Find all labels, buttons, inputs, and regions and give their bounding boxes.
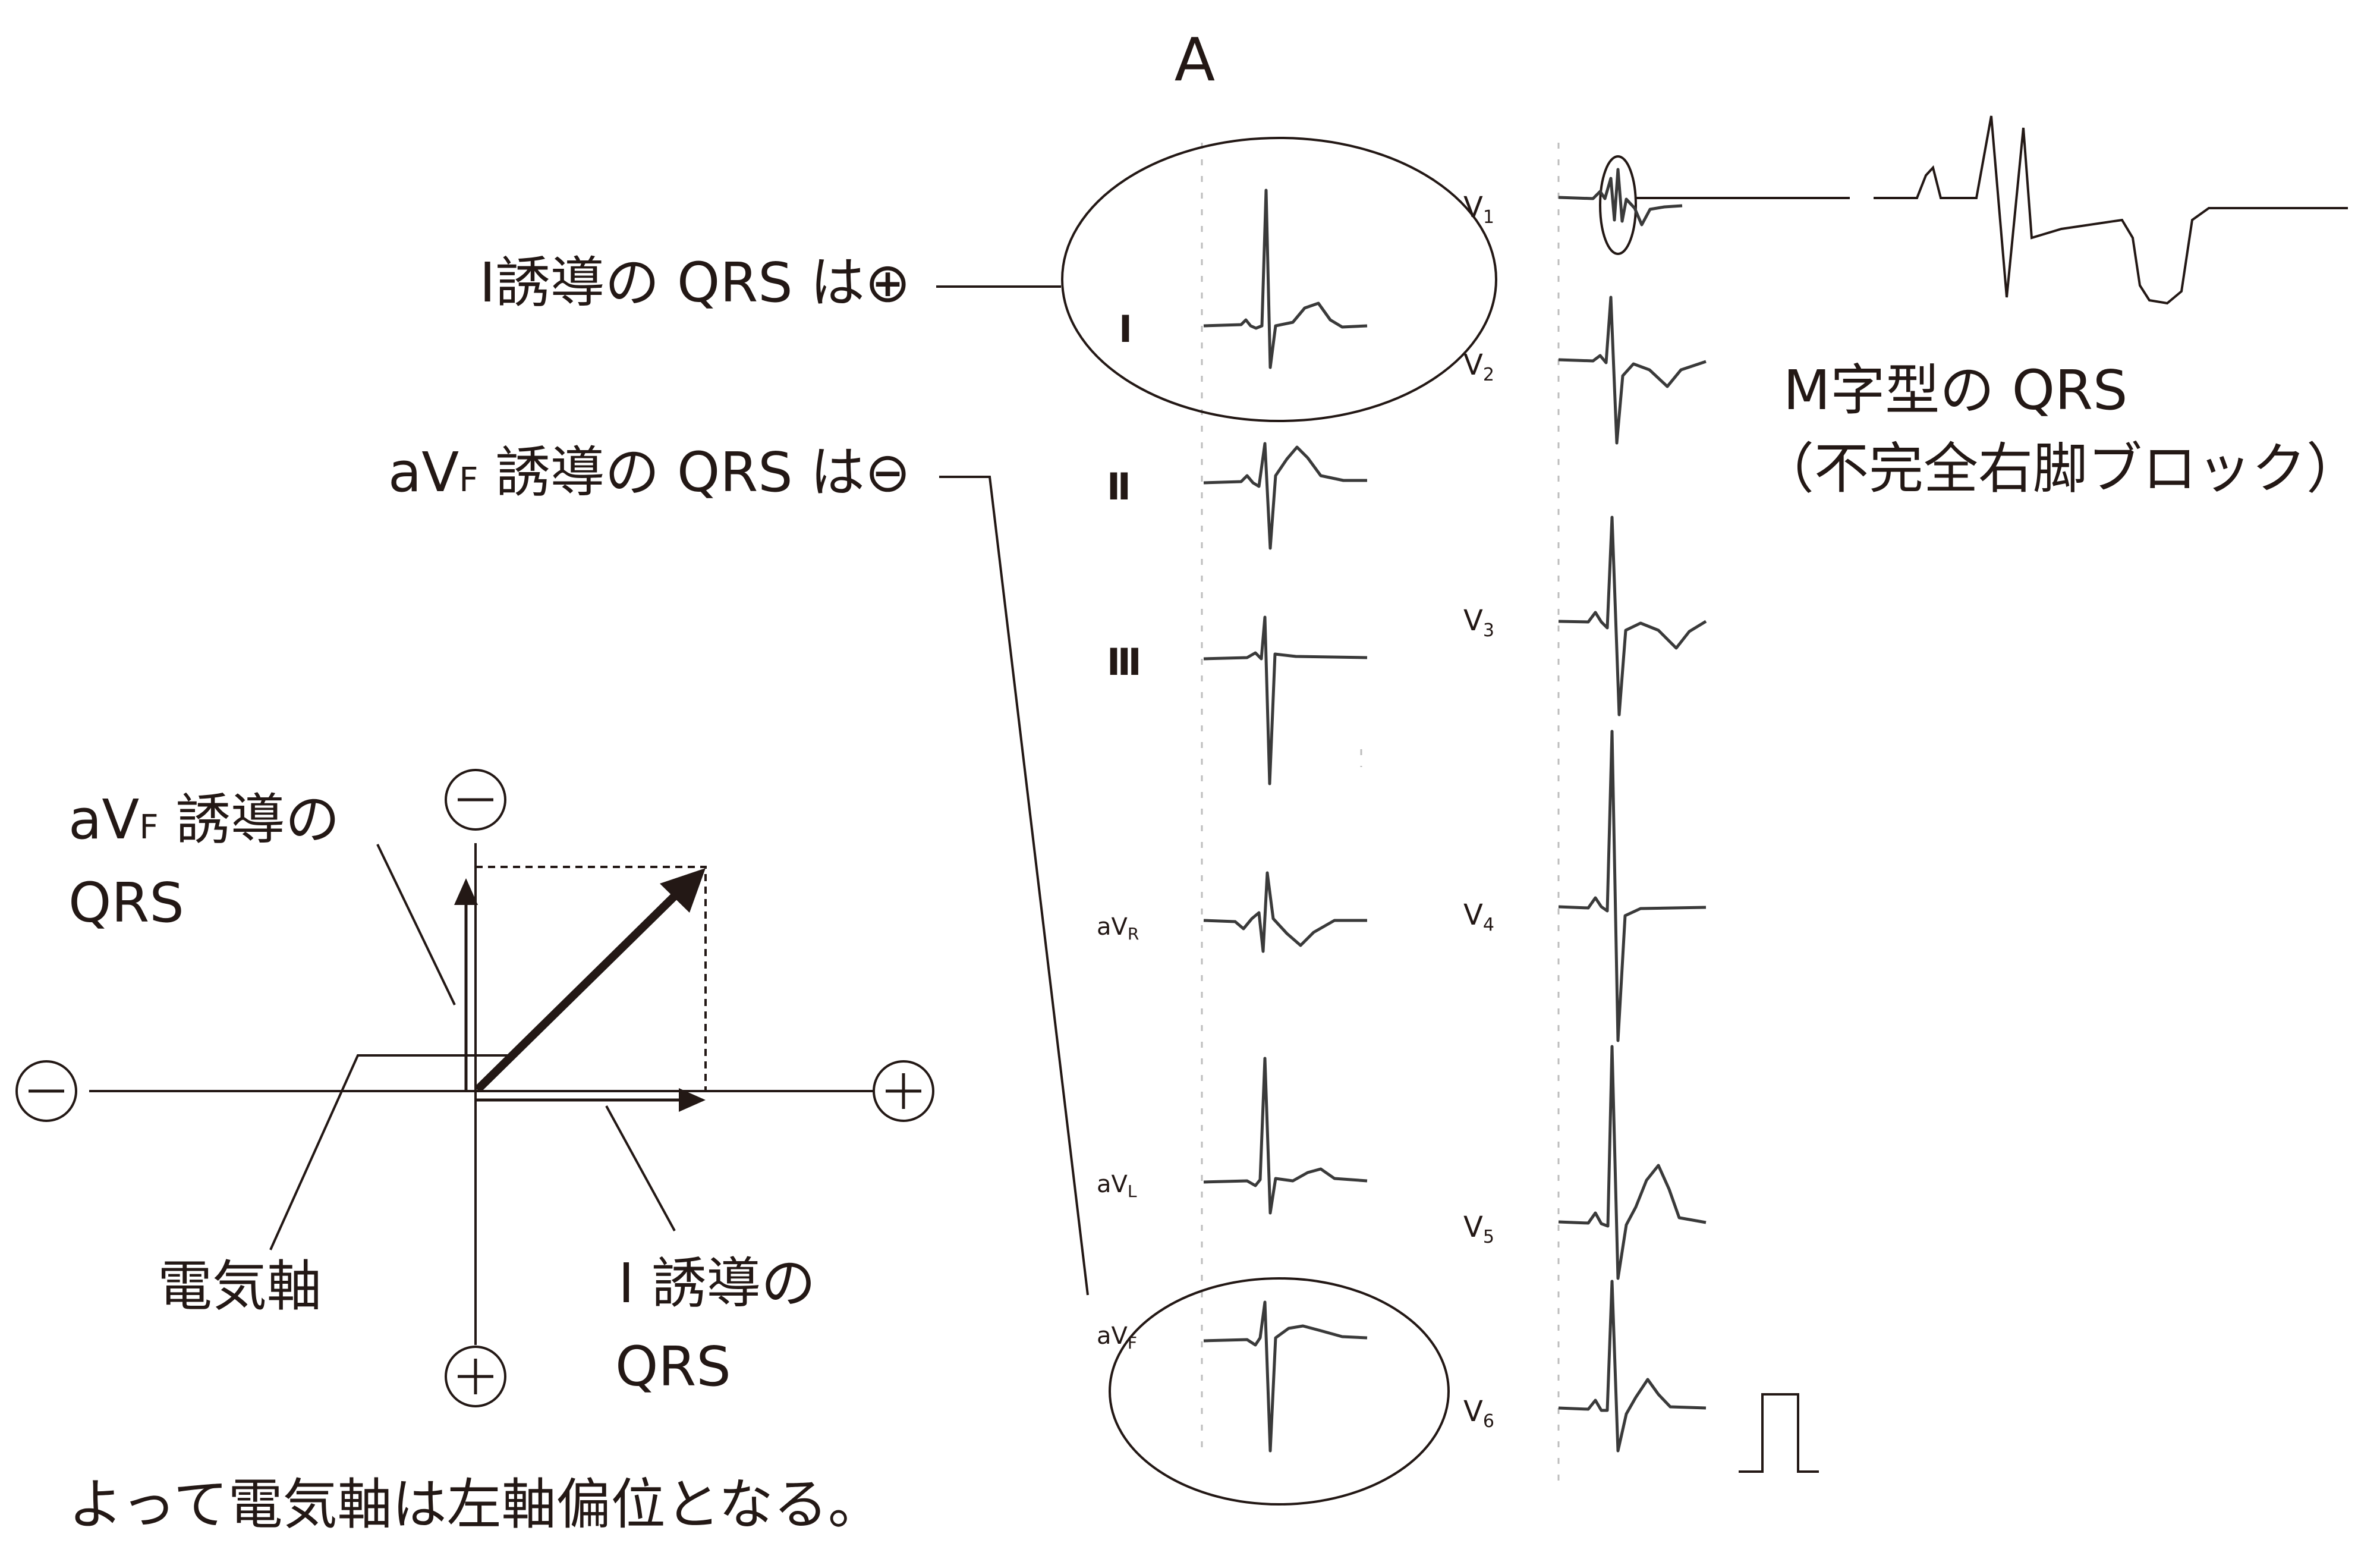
v1-m-shape-enlarged <box>1874 115 2348 305</box>
v3-trace <box>1558 516 1707 716</box>
chest-lead-strip: V1 V2 V3 V4 V5 V6 <box>1463 143 1819 1481</box>
avf-qrs-axis-label-line2: QRS <box>68 871 184 935</box>
avf-qrs-axis-label: aVF 誘導の <box>68 788 340 851</box>
lead-i-label-leader <box>605 1105 676 1231</box>
v5-label: V5 <box>1463 1211 1494 1247</box>
avl-trace <box>1203 1057 1368 1215</box>
electric-axis-leader <box>269 1054 508 1250</box>
v1-label: V1 <box>1463 191 1494 228</box>
v4-label: V4 <box>1463 898 1494 935</box>
m-shape-qrs-label: M字型の QRS <box>1783 359 2127 422</box>
lead-iii-trace <box>1203 615 1368 785</box>
avf-highlight-ellipse <box>1109 1277 1450 1506</box>
avf-callout-line <box>939 476 1089 1296</box>
avf-qrs-negative-label: aVF 誘導の QRS は⊖ <box>388 441 911 504</box>
v6-label: V6 <box>1463 1395 1494 1432</box>
lead-i-qrs-positive-label: Ⅰ誘導の QRS は⊕ <box>480 251 911 315</box>
v1-highlight-ellipse <box>1599 155 1637 255</box>
lead-i-qrs-axis-label-line2: QRS <box>615 1335 731 1398</box>
lead-i-highlight-ellipse <box>1061 137 1497 422</box>
v6-trace <box>1558 1280 1707 1453</box>
v2-trace <box>1558 296 1707 445</box>
lead-i-label: Ⅰ <box>1119 307 1132 351</box>
avr-label: aVR <box>1097 913 1139 944</box>
v5-trace <box>1558 1045 1707 1280</box>
projection-box <box>476 866 707 1091</box>
panel-label: A <box>1175 25 1215 95</box>
v4-trace <box>1558 730 1707 1042</box>
sign-left <box>15 1060 77 1122</box>
v2-label: V2 <box>1463 348 1494 385</box>
lead-i-qrs-axis-label: Ⅰ 誘導の <box>618 1252 816 1315</box>
avf-trace <box>1203 1300 1368 1453</box>
lead-ii-label: Ⅱ <box>1107 465 1131 508</box>
calibration-pulse <box>1739 1393 1819 1473</box>
lead-i-trace <box>1203 188 1368 369</box>
lead-iii-label: Ⅲ <box>1107 640 1142 684</box>
lead-ii-trace <box>1203 442 1367 550</box>
conclusion-text: よって電気軸は左軸偏位となる。 <box>68 1473 883 1536</box>
sign-top <box>445 769 506 831</box>
limb-lead-strip: Ⅰ Ⅱ Ⅲ aVR aVL aVF <box>1061 137 1497 1506</box>
sign-bottom <box>445 1346 506 1407</box>
avf-lead-label: aVF <box>1097 1322 1137 1353</box>
sign-right <box>873 1060 934 1122</box>
electric-axis-label: 電気軸 <box>158 1255 322 1318</box>
avl-label: aVL <box>1097 1171 1137 1201</box>
v1-trace <box>1558 168 1683 227</box>
avr-trace <box>1203 871 1367 953</box>
incomplete-rbbb-label: （不完全右脚ブロック） <box>1759 437 2361 501</box>
avf-label-leader <box>376 844 456 1005</box>
v3-label: V3 <box>1463 604 1494 641</box>
electric-axis-vector <box>476 889 682 1091</box>
axis-diagram: aVF 誘導の QRS 電気軸 Ⅰ 誘導の QRS <box>15 769 934 1407</box>
electric-axis-arrowhead <box>660 868 706 913</box>
